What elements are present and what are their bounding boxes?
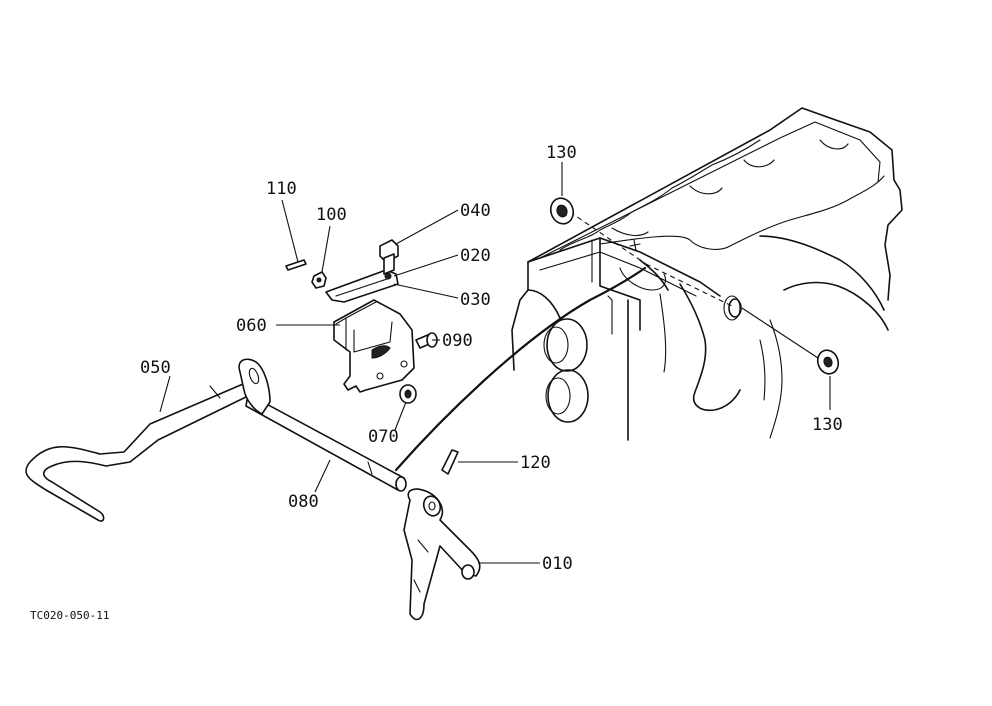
- shift-arm: [238, 358, 271, 415]
- shift-lever-rod-050: [25, 383, 249, 522]
- label-020: 020: [460, 246, 491, 266]
- nut-100: [311, 271, 327, 289]
- label-010: 010: [542, 554, 573, 574]
- bracket-060: [333, 299, 415, 393]
- label-130-upper: 130: [546, 143, 577, 163]
- label-080: 080: [288, 492, 319, 512]
- part-labels: 110 100 040 020 030 060 090 050 070 080 …: [30, 143, 843, 622]
- detent-plate-020: [325, 269, 399, 303]
- label-060: 060: [236, 316, 267, 336]
- label-100: 100: [316, 205, 347, 225]
- label-120: 120: [520, 453, 551, 473]
- shift-cable: [394, 266, 647, 472]
- label-130-lower: 130: [812, 415, 843, 435]
- label-030: 030: [460, 290, 491, 310]
- oil-seal-130-upper: [549, 197, 575, 225]
- label-110: 110: [266, 179, 297, 199]
- transmission-housing: [511, 107, 903, 441]
- label-040: 040: [460, 201, 491, 221]
- bushing-070: [399, 384, 417, 404]
- drawing-code: TC020-050-11: [30, 609, 109, 622]
- spring-pin-120: [441, 449, 459, 475]
- label-090: 090: [442, 331, 473, 351]
- shift-shaft-080: [245, 393, 407, 492]
- cotter-pin-110: [285, 259, 307, 271]
- oil-seal-130-lower: [816, 349, 840, 375]
- bolt-040: [379, 239, 399, 275]
- label-070: 070: [368, 427, 399, 447]
- leader-lines: [159, 162, 831, 564]
- label-050: 050: [140, 358, 171, 378]
- shift-fork-010: [403, 488, 481, 621]
